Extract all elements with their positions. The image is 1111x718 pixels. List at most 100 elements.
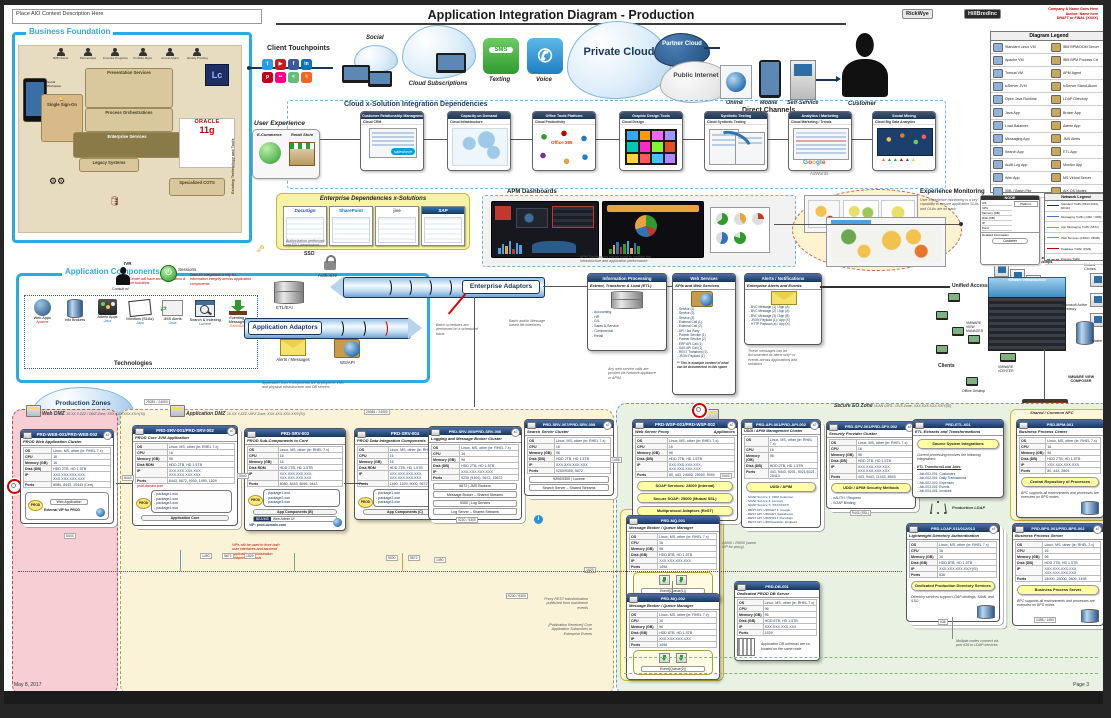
etl-job-item: - Job-002-002: Expenses [917,480,954,485]
traffic-line-icon [1047,205,1059,207]
private-cloud-label: Private Cloud [583,46,655,58]
connector-h [344,483,364,484]
etl-job-item: - Job-004-001: Invoices [917,489,952,494]
connector-v [294,553,295,571]
port-tag: 636 [938,619,948,625]
web-service-item: - External Call (2) [677,324,702,329]
private-cloud: Private Cloud [567,21,671,99]
docusign-tile: DocuSign [283,206,327,246]
actor: Portfolio Mgmt [129,48,156,60]
server-icon [23,431,32,439]
wsapi-label: WS/API [340,360,355,365]
spec-row: Disk (DB)HDD 2TB, HD 1.5TB [1015,559,1101,565]
application-adaptors-arrowhead [408,317,422,339]
info-processing-header: Information Processing [588,274,666,282]
bottom-bar [4,691,1103,704]
bpm-note: BPC supports all environments and proces… [1021,490,1099,500]
existing-technology-label: Existing Technology and Tools [231,138,235,194]
vcenter-label: VMWARE vCENTER [998,365,1014,373]
kiosk-screen [794,64,812,76]
technologies-label: Technologies [114,361,153,367]
unified-access-label: Unified Access [952,283,988,289]
vdi-down-line [1044,349,1046,401]
port-tag: 1498 / 1490 [1034,617,1056,623]
spec-row: Memory (GB)16 [247,458,343,464]
user-experience-title: User Experience [254,120,305,127]
public-internet-label: Public Internet [673,72,719,79]
alerts-connector [820,286,950,288]
actor: Incentive Programs [102,48,129,60]
server-icon [629,595,638,603]
gears-icon: ⚙⚙ [49,176,66,186]
application-components-box [16,273,430,383]
legend-icon [993,42,1003,52]
ldap-port-note: Multiple nodes connect via port 636 to L… [956,639,999,648]
apm-grid-tile [552,206,594,228]
service-row: Search Server – Shared Streams [529,484,609,491]
batch-note-2: Batch and/or Message based file interfac… [509,319,545,328]
connector-v [952,617,953,639]
diagram-page: Place AIO Context Description Here Appli… [4,5,1103,704]
package-item: - package3.war [266,500,290,505]
package-item: - package2.war [154,496,178,501]
secure-zone-label: Secure EO Zone VLAN GIFS - OVS Zone, XXX… [834,403,952,409]
globe-icon [333,518,342,528]
schema-grid-icon [737,638,755,656]
node-count-badge: x3 [989,524,998,534]
legend-label: Messaging App [1005,136,1030,141]
google-logo: Google [803,159,826,166]
node-count-badge: x2 [810,420,819,430]
spreadsheet [793,128,849,160]
api-item: - REST API: URI/POST: DocuSign [746,515,793,520]
actor-label: Partnerships [79,56,97,60]
spec-row: Memory (GB)96 [744,452,818,462]
port-tag: 25081 / 24000 [144,399,170,405]
port-tag: 1490 [434,557,446,563]
capability-pill: Secure SOAP: 25000 (Mutual SSL) [637,493,733,503]
port-tag: 1498 [610,457,622,463]
legend-icon [1051,108,1061,118]
server-icon [1019,421,1028,429]
actor: Access Mgmt [156,48,183,60]
server-icon [909,525,918,533]
clients-label: Clients [938,363,955,369]
app-tile-info: Info Brokers [59,299,92,328]
web-service-item: - External Call (1) [677,319,702,324]
xcard-sub: Cloud Design [620,119,682,125]
tech-label: Java [136,321,144,325]
network-legend-label: App Messaging Traffic (5672) [1061,225,1099,230]
authorize-lock-icon [324,255,336,270]
server-icon [829,423,838,431]
person-icon [138,48,147,56]
server-icon [629,517,638,525]
legend-label: Java App [1005,110,1020,115]
meta-status: DRAFT or FINAL (XXXX) [1056,16,1098,21]
client-monitor [948,293,960,302]
customer-icon [842,33,888,97]
monitors-icon [128,298,152,318]
xcard-sub: Cloud Big Data Analytics [873,119,935,125]
world-map [452,128,508,166]
legend-icon [993,108,1003,118]
globe-icon [726,72,746,92]
ivr-person-icon [116,267,130,285]
ivr-label: IVR [124,261,132,266]
legend-label: Tomcat VM [1005,71,1023,76]
node-sample-title: NODE [981,196,1039,200]
capability-pill: Dedicated Production Directory Services [911,580,995,591]
xcard-header: Synthetic Testing [705,112,767,119]
people-row-icon: ▲▲▲▲▲▲ [881,157,917,163]
spec-row: Disk (GB)HDD 8TB, HD 1.5TB [629,551,717,557]
